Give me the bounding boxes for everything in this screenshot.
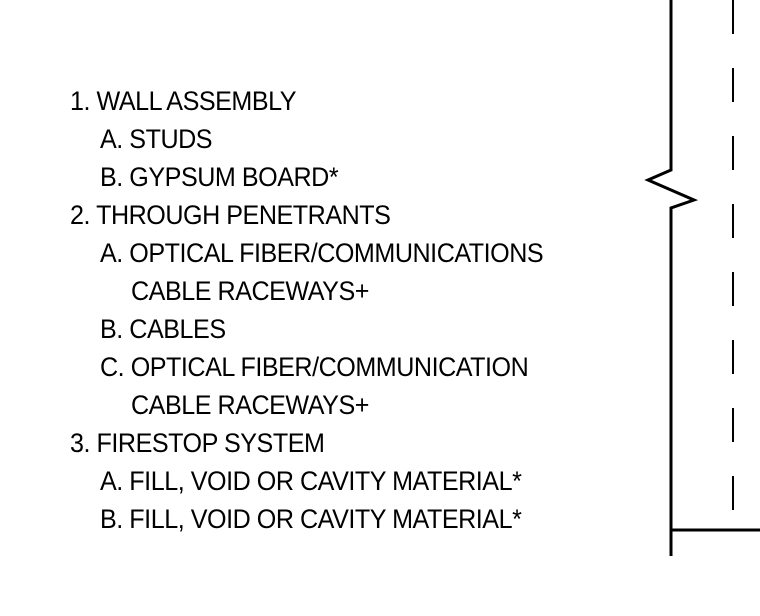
- legend-item-2a-label: A. OPTICAL FIBER/COMMUNICATIONS: [100, 238, 544, 268]
- legend-item-2-label: 2. THROUGH PENETRANTS: [70, 200, 391, 230]
- legend-item-1-label: 1. WALL ASSEMBLY: [70, 86, 297, 116]
- legend-item-2a-continuation: CABLE RACEWAYS+: [131, 276, 369, 306]
- legend-item-2b-label: B. CABLES: [100, 314, 226, 344]
- wall-break-line: [644, 0, 699, 556]
- legend-item-1a-label: A. STUDS: [100, 124, 213, 154]
- legend-item-1b-label: B. GYPSUM BOARD*: [100, 162, 339, 192]
- legend-item-3b-label: B. FILL, VOID OR CAVITY MATERIAL*: [100, 504, 522, 534]
- legend-item-3a-label: A. FILL, VOID OR CAVITY MATERIAL*: [100, 466, 522, 496]
- legend-item-3-label: 3. FIRESTOP SYSTEM: [70, 428, 325, 458]
- legend-item-2c-label: C. OPTICAL FIBER/COMMUNICATION: [100, 352, 529, 382]
- legend-item-2c-continuation: CABLE RACEWAYS+: [131, 390, 369, 420]
